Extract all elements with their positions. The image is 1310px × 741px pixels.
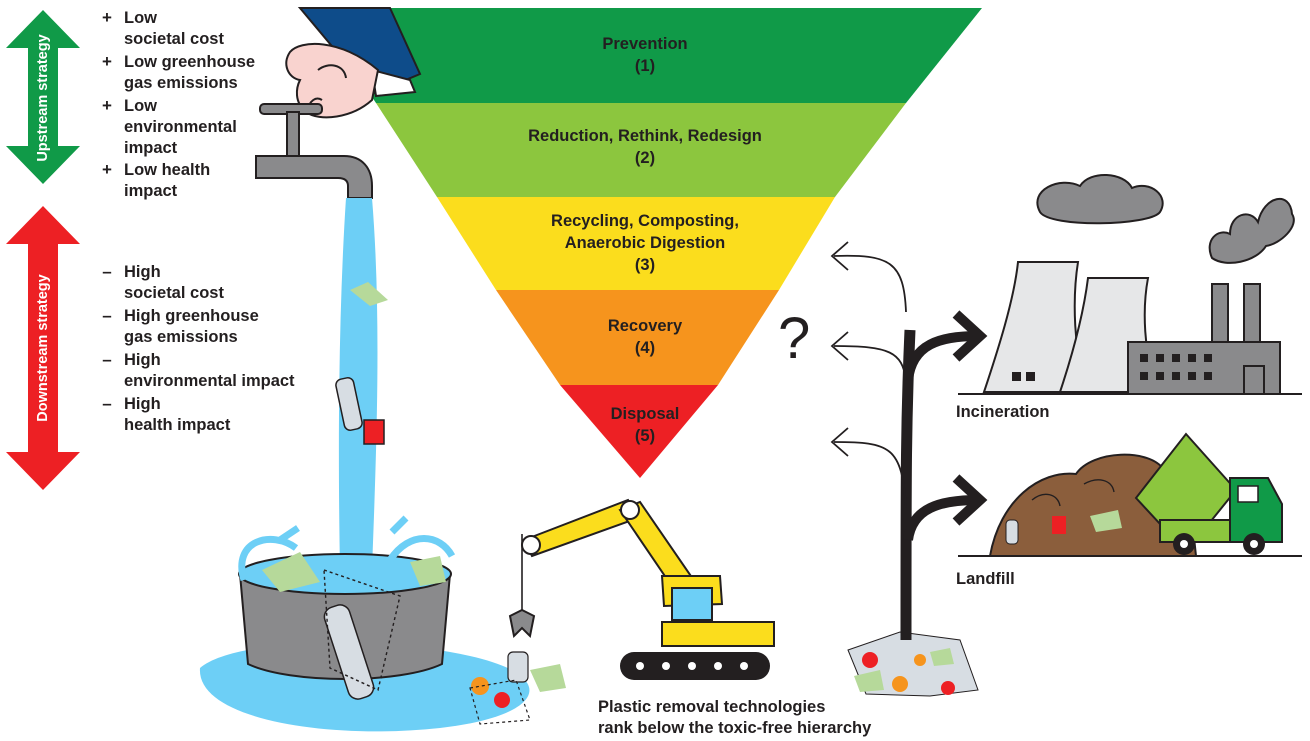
tier-prevention-label: Prevention (1): [602, 35, 688, 75]
waste-pathway-tree: [830, 241, 988, 641]
tier-prevention: [312, 8, 982, 103]
downstream-item-3: High environmental impact: [124, 351, 295, 390]
excavator-icon: [508, 498, 775, 680]
caption: Plastic removal technologies rank below …: [598, 698, 872, 737]
upstream-item-3: Low environmental impact: [124, 97, 237, 157]
tier-recovery: [496, 290, 779, 385]
upstream-strategy-label: Upstream strategy: [35, 34, 51, 162]
downstream-strategy-label: Downstream strategy: [35, 274, 51, 422]
downstream-arrow: [6, 206, 80, 490]
landfill-icon: [958, 432, 1302, 557]
falling-plastic-items: [335, 282, 388, 445]
plus-sign: +: [102, 96, 112, 115]
plus-sign: +: [102, 8, 112, 27]
tier-recycling-label: Recycling, Composting, Anaerobic Digesti…: [551, 212, 739, 274]
incineration-label: Incineration: [956, 403, 1050, 421]
question-mark: ?: [778, 306, 811, 371]
marine-debris-pile: [469, 631, 979, 725]
minus-sign: –: [102, 350, 112, 369]
upstream-item-2: Low greenhouse gas emissions: [124, 53, 256, 92]
minus-sign: –: [102, 262, 112, 281]
downstream-item-4: High health impact: [124, 395, 231, 434]
minus-sign: –: [102, 306, 112, 325]
tier-reduction: [376, 103, 906, 197]
tier-recycling: [437, 197, 835, 290]
upstream-arrow: [6, 10, 80, 184]
tier-disposal-label: Disposal (5): [610, 405, 680, 445]
incineration-plant-icon: [958, 173, 1302, 395]
plus-sign: +: [102, 160, 112, 179]
minus-sign: –: [102, 394, 112, 413]
hand-sleeve-illustration: [285, 7, 422, 119]
upstream-item-1: Low societal cost: [124, 9, 224, 48]
bucket-icon: [238, 515, 456, 700]
downstream-item-1: High societal cost: [124, 263, 224, 302]
tier-reduction-label: Reduction, Rethink, Redesign (2): [528, 127, 762, 167]
plus-sign: +: [102, 52, 112, 71]
hierarchy-pyramid: [312, 8, 982, 478]
downstream-item-2: High greenhouse gas emissions: [124, 307, 259, 346]
landfill-label: Landfill: [956, 570, 1015, 588]
tier-recovery-label: Recovery (4): [607, 317, 683, 357]
tier-disposal: [560, 385, 718, 478]
upstream-item-4: Low health impact: [124, 161, 211, 200]
